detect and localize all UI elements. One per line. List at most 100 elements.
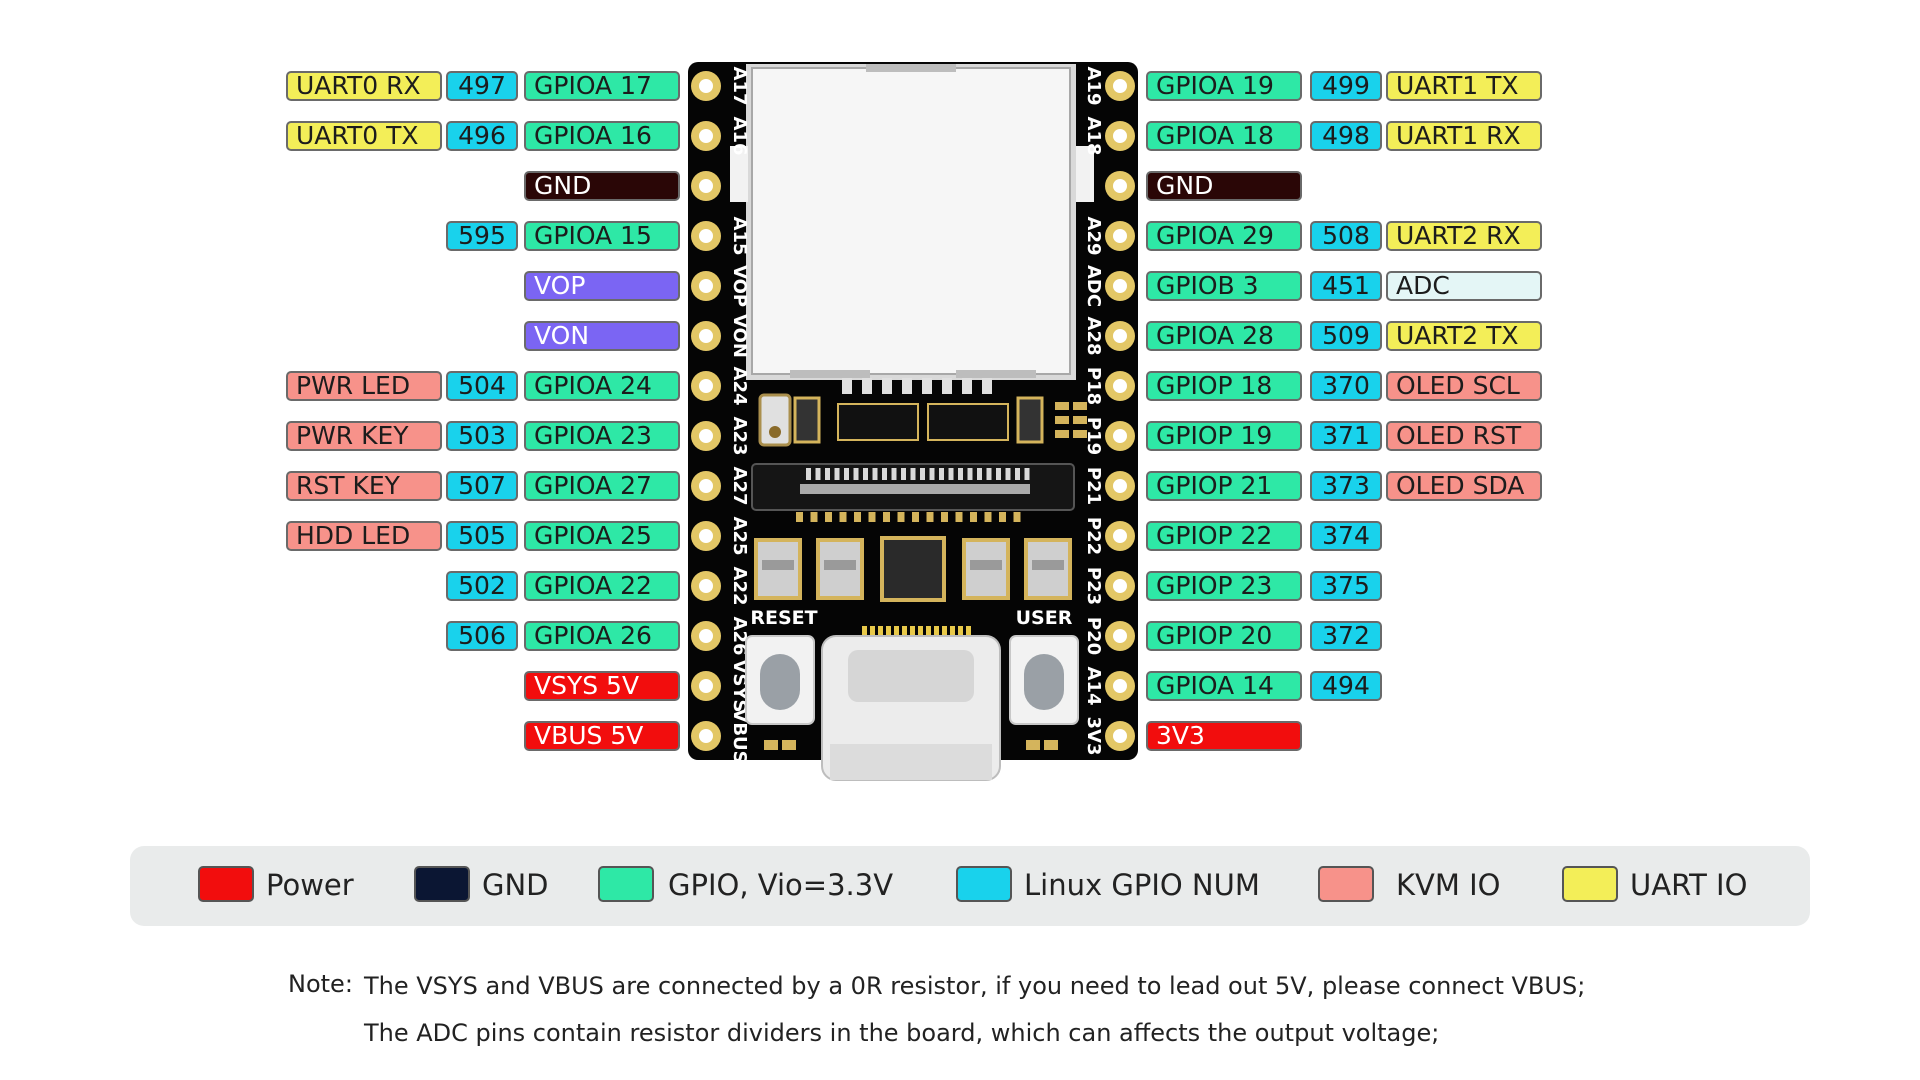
pin-function-label: PWR LED [286, 371, 442, 401]
pin-hole [699, 429, 713, 443]
pin-label: GPIOA 25 [524, 521, 680, 551]
inductor-mark [970, 560, 1002, 570]
ffc-pad [984, 512, 992, 522]
tact-switch-cap [760, 654, 800, 710]
silk-label: A24 [729, 367, 750, 406]
legend-label: GPIO, Vio=3.3V [668, 868, 894, 902]
linux-gpio-num: 508 [1310, 221, 1382, 251]
pin-function-label: UART2 TX [1386, 321, 1542, 351]
linux-gpio-num: 505 [446, 521, 518, 551]
silk-bar [1076, 146, 1094, 202]
pin-function-label: UART0 TX [286, 121, 442, 151]
silk-label: A29 [1083, 217, 1104, 256]
pin-hole [1113, 379, 1127, 393]
inductor-mark [762, 560, 794, 570]
silk-label: P19 [1083, 417, 1104, 455]
usb-pin [902, 626, 907, 640]
linux-gpio-num: 370 [1310, 371, 1382, 401]
led-resistor [1055, 430, 1069, 438]
pin-hole [699, 479, 713, 493]
pin-label: GND [1146, 171, 1302, 201]
pin-function-label: UART1 RX [1386, 121, 1542, 151]
usb-c-shell [830, 744, 992, 780]
ffc-latch [800, 484, 1030, 494]
pin-hole [1113, 629, 1127, 643]
linux-gpio-num: 451 [1310, 271, 1382, 301]
pin-hole [699, 229, 713, 243]
pad-bump [942, 378, 952, 394]
pin-label: GPIOA 14 [1146, 671, 1302, 701]
pin-hole [699, 579, 713, 593]
ffc-pin [996, 468, 1001, 480]
shield-tab [790, 370, 870, 378]
led-resistor [1055, 402, 1069, 410]
pin-hole [1113, 179, 1127, 193]
pin-label: GPIOA 28 [1146, 321, 1302, 351]
ffc-pad [897, 512, 905, 522]
ffc-pad [883, 512, 890, 522]
silk-label: A23 [729, 417, 750, 456]
ffc-pin [844, 468, 849, 480]
ffc-pin [863, 468, 868, 480]
led [1044, 740, 1058, 750]
pin-function-label: ADC [1386, 271, 1542, 301]
ffc-pad [810, 512, 818, 522]
pin-label: VBUS 5V [524, 721, 680, 751]
pad-bump [842, 378, 852, 394]
ffc-pin [806, 468, 811, 480]
pad-bump [882, 378, 892, 394]
pin-hole [1113, 679, 1127, 693]
pin-label: GPIOA 15 [524, 221, 680, 251]
pin-label: GPIOA 26 [524, 621, 680, 651]
silk-label: 3V3 [1083, 717, 1104, 756]
ic-left [837, 403, 919, 441]
led [764, 740, 778, 750]
ffc-pad [825, 512, 832, 522]
ffc-pin [910, 468, 916, 480]
ffc-pad [1013, 512, 1021, 522]
pin-hole [699, 529, 713, 543]
legend-label: Linux GPIO NUM [1024, 868, 1260, 902]
pin-hole [1113, 329, 1127, 343]
usb-pin [942, 626, 947, 640]
pin-label: GPIOA 17 [524, 71, 680, 101]
pin-function-label: OLED RST [1386, 421, 1542, 451]
ffc-pad [955, 512, 963, 522]
pin-hole [699, 379, 713, 393]
note-line-2: The ADC pins contain resistor dividers i… [364, 1019, 1440, 1047]
pin-label: GPIOA 29 [1146, 221, 1302, 251]
silk-label: A27 [729, 467, 750, 506]
pin-label: 3V3 [1146, 721, 1302, 751]
pin-function-label: UART0 RX [286, 71, 442, 101]
inductor-mark [824, 560, 856, 570]
tact-switch-cap [1024, 654, 1064, 710]
ffc-pin [825, 468, 830, 480]
pin-label: GPIOA 18 [1146, 121, 1302, 151]
pin-function-label: UART2 RX [1386, 221, 1542, 251]
linux-gpio-num: 507 [446, 471, 518, 501]
ffc-pin [948, 468, 954, 480]
led-resistor [1073, 430, 1087, 438]
ic-right [927, 403, 1009, 441]
user-label: USER [1016, 607, 1073, 629]
linux-gpio-num: 494 [1310, 671, 1382, 701]
inductor-mark [1032, 560, 1064, 570]
linux-gpio-num: 509 [1310, 321, 1382, 351]
ffc-pad [926, 512, 934, 522]
legend-label: KVM IO [1396, 868, 1501, 902]
usb-pin [870, 626, 875, 640]
pin-hole [1113, 729, 1127, 743]
ffc-pin [853, 468, 859, 480]
pin-hole [699, 179, 713, 193]
legend-swatch [198, 866, 254, 902]
legend-swatch [1318, 866, 1374, 902]
ffc-pin [1015, 468, 1020, 480]
silk-label: A14 [1083, 667, 1104, 706]
silk-label: P22 [1083, 517, 1104, 555]
pin-label: GPIOP 21 [1146, 471, 1302, 501]
pin-label: GPIOA 24 [524, 371, 680, 401]
silk-label: ADC [1083, 265, 1104, 307]
ffc-pin [834, 468, 840, 480]
legend-swatch [1562, 866, 1618, 902]
pin-hole [1113, 129, 1127, 143]
